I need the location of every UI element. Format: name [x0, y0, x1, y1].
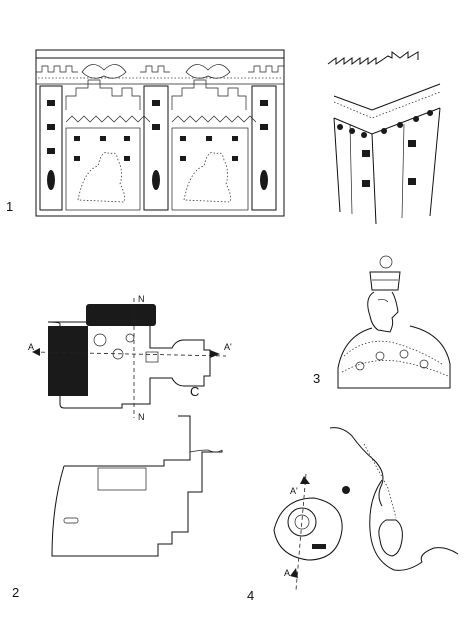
- figure-2-north-mark-top: N: [138, 294, 145, 304]
- figure-2-plan: [32, 298, 227, 418]
- figure-2-number: 2: [12, 585, 19, 600]
- figure-2-section-mark-left: A: [28, 342, 34, 352]
- figure-2-north-mark-bottom: N: [138, 412, 145, 422]
- figure-4-section-mark-top: A': [290, 486, 298, 496]
- figure-2-section: [51, 415, 223, 557]
- figure-1-number: 1: [6, 199, 13, 214]
- figure-3-number: 3: [313, 371, 320, 386]
- figure-2-side-letter: C: [190, 384, 199, 399]
- figure-1-tower-detail: [327, 51, 441, 225]
- figure-4-number: 4: [247, 588, 254, 603]
- figure-2-section-mark-right: A': [224, 342, 232, 352]
- figure-3-crowned-figure: [337, 255, 451, 389]
- figure-1-wall-elevation: [35, 49, 285, 217]
- figure-4-section-mark-bottom: A: [284, 568, 290, 578]
- figure-4-cave-plan: [273, 427, 459, 591]
